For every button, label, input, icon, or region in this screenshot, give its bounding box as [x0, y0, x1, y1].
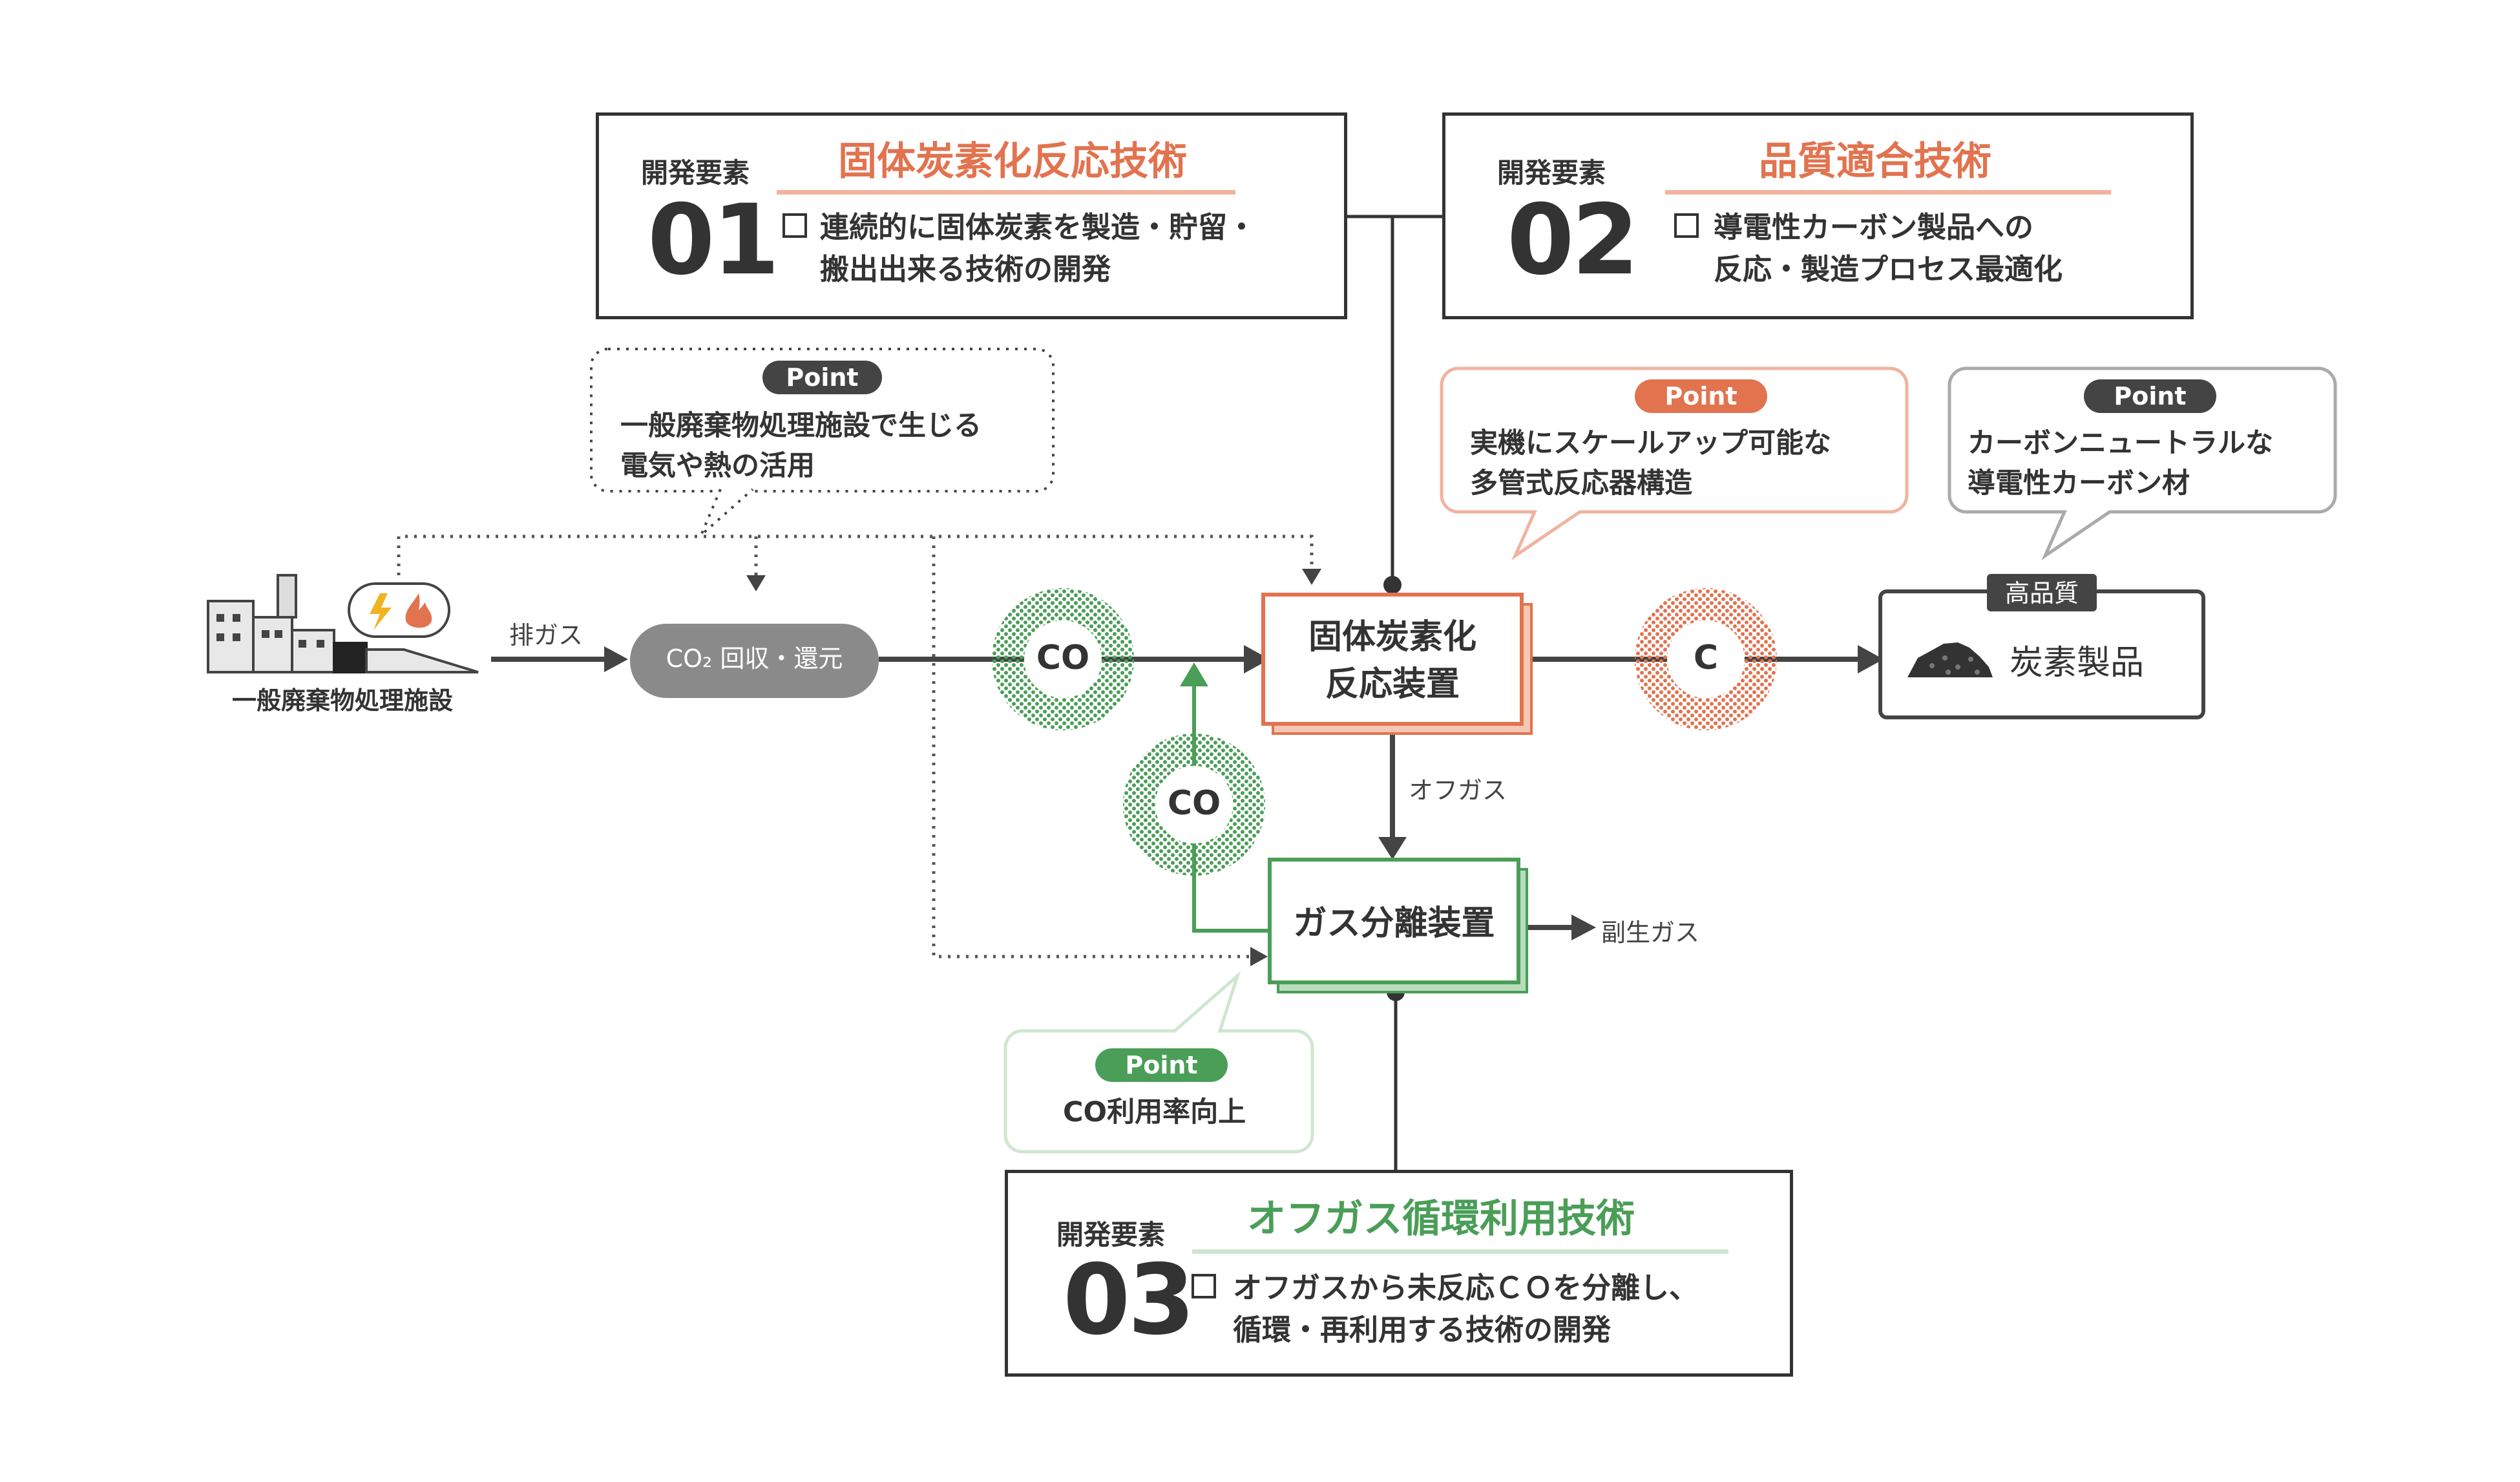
point-badge-energy: Point — [762, 361, 882, 394]
arrowhead-separator — [1378, 837, 1407, 860]
co-main-label: CO — [1036, 639, 1090, 677]
point-text-co-rate: CO利用率向上 — [1063, 1096, 1246, 1128]
quality-tag — [1987, 574, 2097, 611]
byproduct-label: 副生ガス — [1601, 918, 1700, 947]
element-03-box: 開発要素 03 オフガス循環利用技術 オフガスから未反応ＣＯを分離し、 循環・再… — [1005, 1170, 1793, 1377]
quality-label: 高品質 — [2004, 579, 2079, 608]
checkbox-icon — [1192, 1274, 1216, 1298]
arrowhead-reactor — [1244, 645, 1270, 673]
arrowhead-byproduct — [1571, 915, 1596, 940]
co-loop-label: CO — [1167, 784, 1221, 823]
element-01-label: 開発要素 — [641, 157, 750, 189]
element-01-description: 連続的に固体炭素を製造・貯留・ 搬出出来る技術の開発 — [820, 210, 1257, 287]
point-badge-scale: Point — [1635, 379, 1767, 413]
factory-icon — [207, 574, 479, 673]
point-bubble-energy — [590, 348, 1055, 536]
element-03-label: 開発要素 — [1056, 1219, 1166, 1251]
element-connector-lines — [1347, 215, 1442, 585]
reactor-label: 固体炭素化 反応装置 — [1308, 618, 1476, 704]
dotted-arrowhead-separator — [1250, 947, 1268, 966]
element-01-title: 固体炭素化反応技術 — [838, 139, 1187, 184]
connector-dot-top — [1383, 576, 1402, 594]
point-badge-carbon: Point — [2084, 379, 2216, 413]
carbon-label: C — [1693, 639, 1719, 677]
element-02-number: 02 — [1507, 184, 1639, 297]
checkbox-icon — [782, 213, 807, 238]
element-02-box: 開発要素 02 品質適合技術 導電性カーボン製品への 反応・製造プロセス最適化 — [1442, 112, 2194, 319]
point-bubble-scale — [1440, 366, 1909, 560]
element-01-box: 開発要素 01 固体炭素化反応技術 連続的に固体炭素を製造・貯留・ 搬出出来る技… — [596, 112, 1347, 319]
dotted-energy-lines — [397, 535, 1314, 958]
offgas-label: オフガス — [1409, 776, 1507, 805]
arrowhead-product — [1858, 645, 1884, 673]
separator-label: ガス分離装置 — [1293, 904, 1495, 943]
flame-icon — [405, 593, 432, 628]
bolt-icon — [370, 593, 392, 630]
element-03-underline — [1192, 1249, 1728, 1254]
exhaust-label: 排ガス — [509, 621, 583, 650]
co2-capture-label: CO₂ 回収・還元 — [666, 644, 843, 673]
co2-capture-node — [630, 624, 879, 698]
element-01-underline — [777, 190, 1235, 195]
checkbox-icon — [1674, 213, 1699, 238]
element-03-description: オフガスから未反応ＣＯを分離し、 循環・再利用する技術の開発 — [1233, 1271, 1699, 1348]
arrowhead-exhaust — [604, 646, 628, 672]
element-01-number: 01 — [647, 184, 780, 297]
product-label: 炭素製品 — [2010, 644, 2145, 683]
separator-node — [1268, 858, 1520, 984]
element-02-title: 品質適合技術 — [1759, 139, 1991, 184]
element-03-title: オフガス循環利用技術 — [1247, 1196, 1635, 1242]
element-02-label: 開発要素 — [1497, 157, 1606, 189]
dotted-arrowhead-reactor — [1302, 569, 1321, 585]
element-02-underline — [1665, 190, 2111, 195]
element-03-number: 03 — [1063, 1244, 1195, 1357]
point-text-energy: 一般廃棄物処理施設で生じる 電気や熱の活用 — [620, 410, 982, 483]
element-02-description: 導電性カーボン製品への 反応・製造プロセス最適化 — [1714, 210, 2063, 287]
reactor-node — [1261, 593, 1524, 726]
point-text-carbon: カーボンニュートラルな 導電性カーボン材 — [1968, 427, 2273, 500]
arrowhead-co-recycle — [1180, 662, 1208, 686]
energy-badge — [348, 582, 450, 638]
point-text-scale: 実機にスケールアップ可能な 多管式反応器構造 — [1470, 427, 1831, 500]
facility-label: 一般廃棄物処理施設 — [231, 686, 453, 715]
point-bubble-carbon — [1948, 366, 2337, 560]
carbon-pile-icon — [1907, 642, 1993, 677]
point-badge-co-rate: Point — [1095, 1048, 1228, 1082]
dotted-arrowhead-co2 — [746, 575, 766, 591]
